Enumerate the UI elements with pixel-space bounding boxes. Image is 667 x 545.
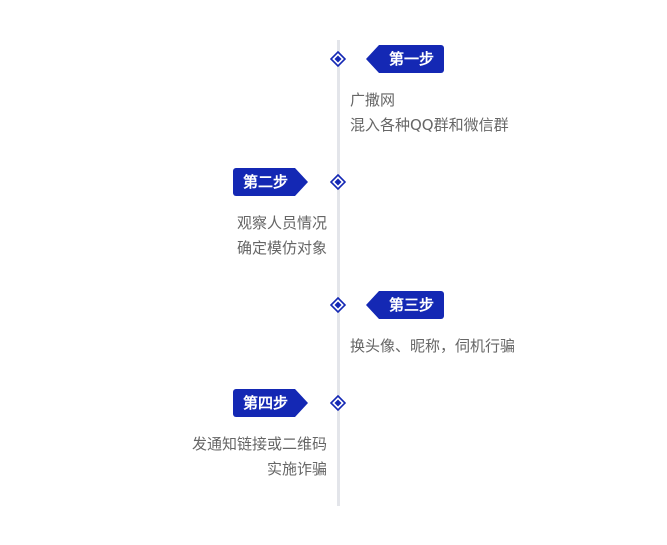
diamond-icon xyxy=(330,51,346,67)
diamond-icon xyxy=(330,174,346,190)
step-3-line-1: 换头像、昵称，伺机行骗 xyxy=(350,337,516,355)
step-tag-1: 第一步 xyxy=(365,45,445,73)
step-2-line-1: 观察人员情况 xyxy=(236,214,327,232)
step-description-4: 发通知链接或二维码 实施诈骗 xyxy=(192,432,327,482)
timeline-line xyxy=(337,40,340,506)
diamond-icon xyxy=(330,395,346,411)
step-2-line-2: 确定模仿对象 xyxy=(236,239,327,257)
step-1-line-2: 混入各种QQ群和微信群 xyxy=(350,116,509,134)
step-1-line-1: 广撒网 xyxy=(350,91,396,109)
step-4-line-2: 实施诈骗 xyxy=(266,460,327,478)
diamond-icon xyxy=(330,297,346,313)
step-tag-4: 第四步 xyxy=(233,389,308,417)
step-tag-3: 第三步 xyxy=(365,291,445,319)
step-description-1: 广撒网 混入各种QQ群和微信群 xyxy=(350,88,509,138)
step-4-line-1: 发通知链接或二维码 xyxy=(191,435,327,453)
step-description-2: 观察人员情况 确定模仿对象 xyxy=(237,211,327,261)
step-description-3: 换头像、昵称，伺机行骗 xyxy=(350,334,515,359)
step-tag-2: 第二步 xyxy=(233,168,308,196)
